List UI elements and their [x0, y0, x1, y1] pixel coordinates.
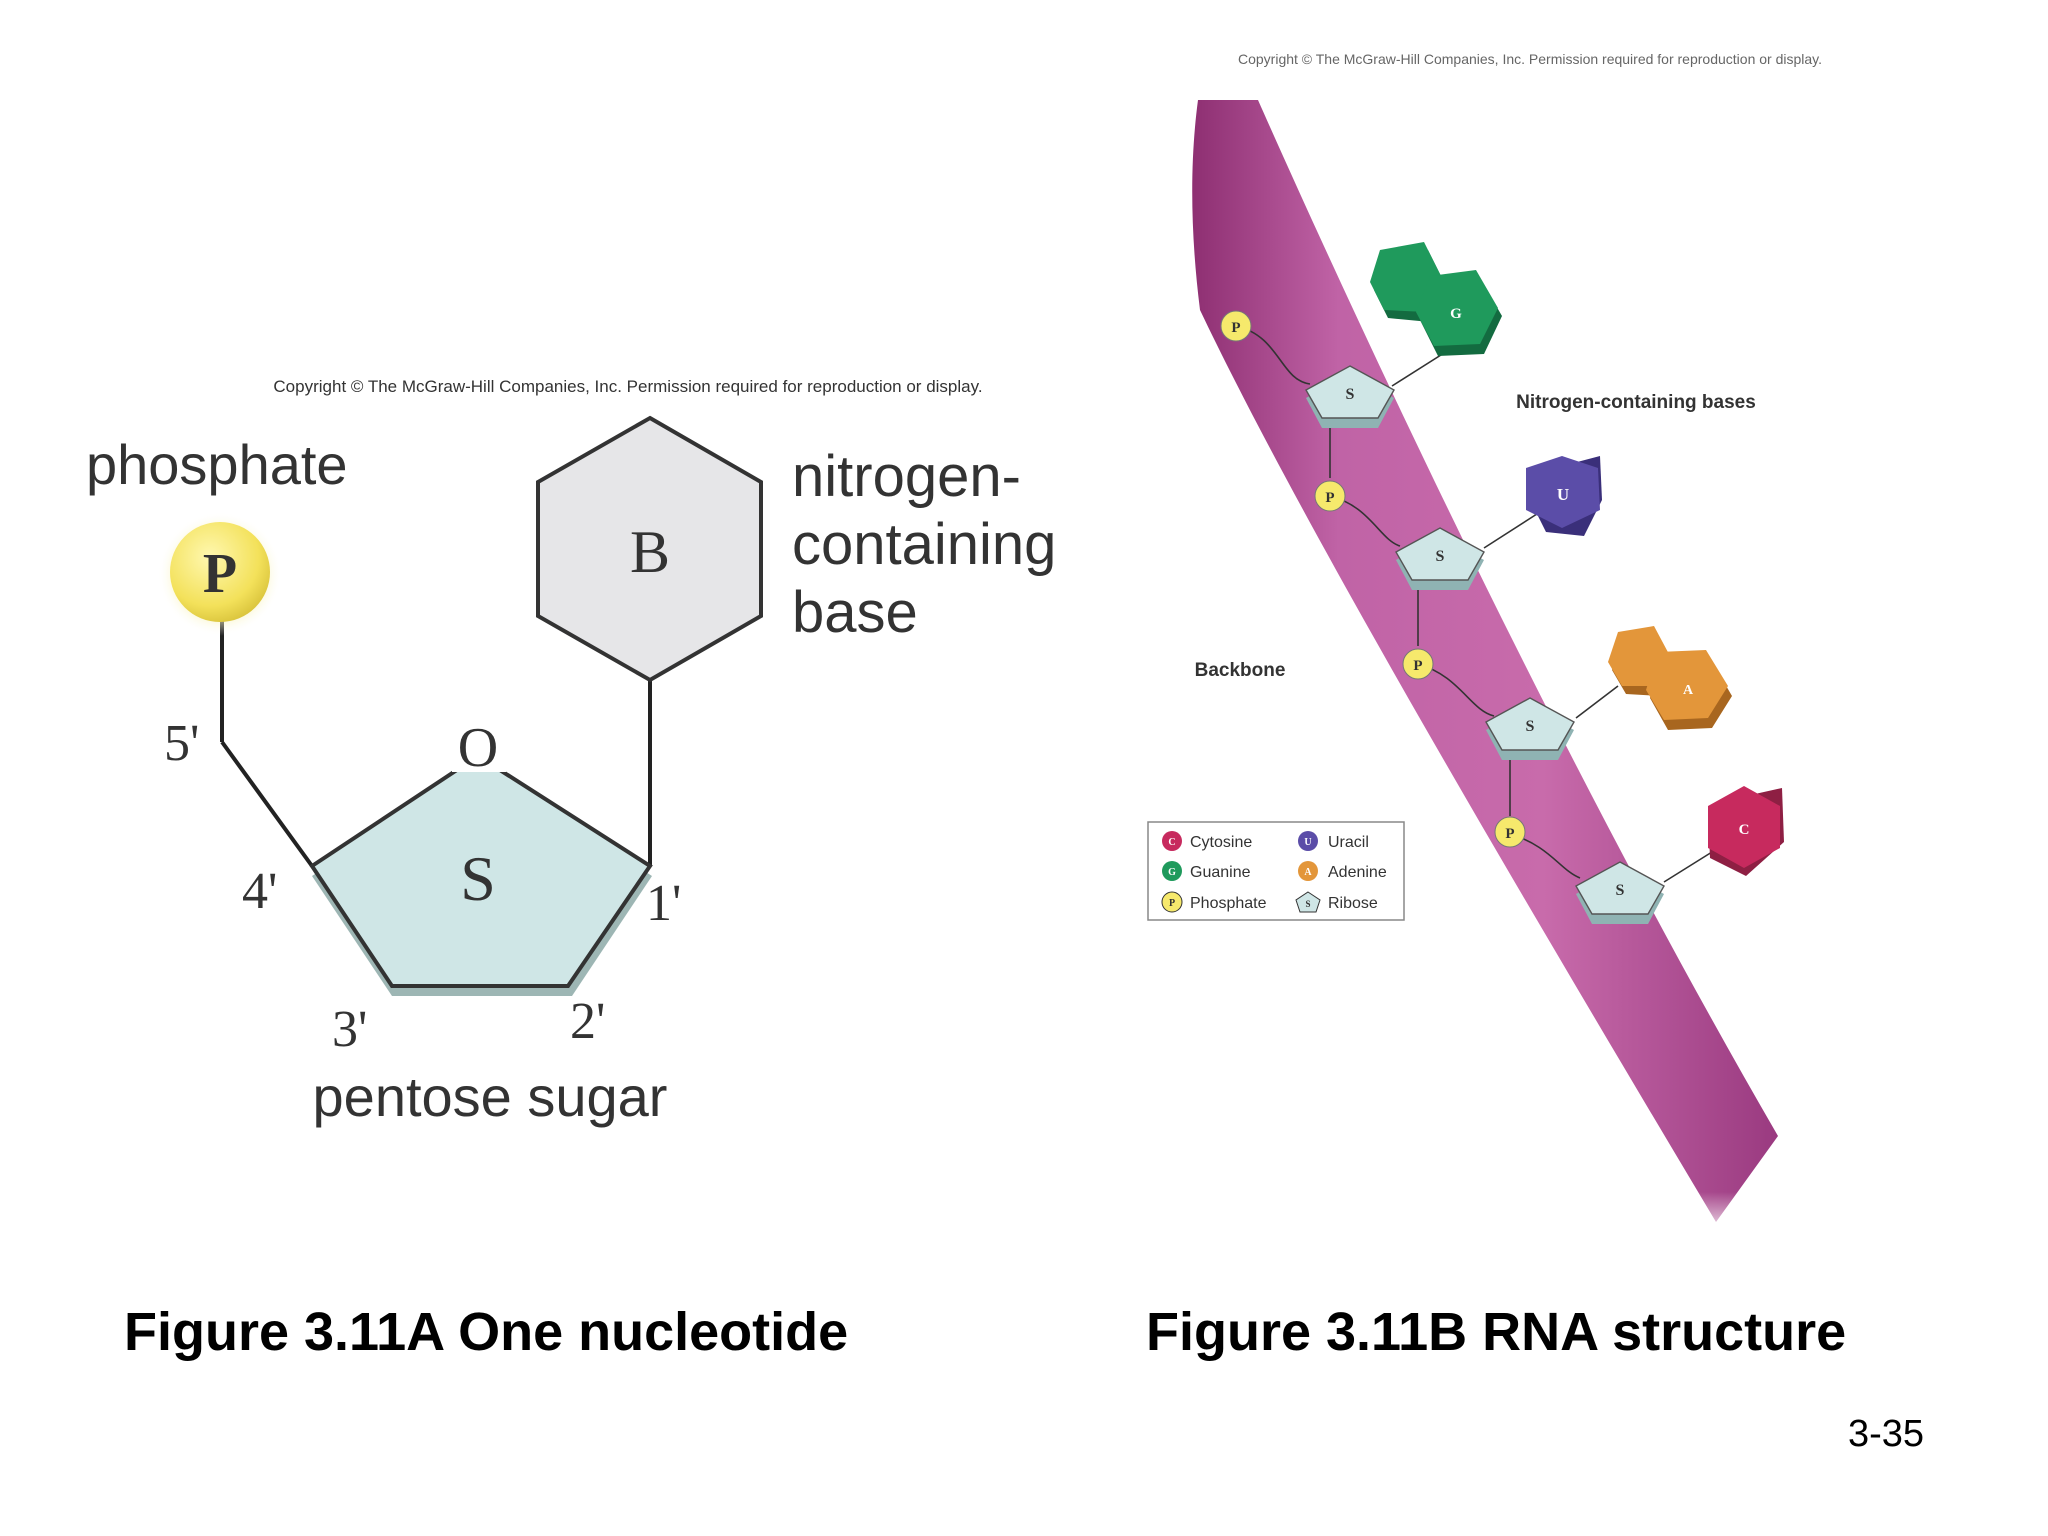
svg-text:G: G [1168, 867, 1176, 878]
bases-label: Nitrogen-containing bases [1516, 392, 1756, 413]
legend-cytosine: C Cytosine [1162, 831, 1252, 851]
backbone-fade [1150, 1000, 1850, 1240]
svg-text:Adenine: Adenine [1328, 864, 1387, 881]
svg-text:P: P [1169, 898, 1175, 909]
sugar-symbol: S [460, 843, 496, 914]
svg-text:Guanine: Guanine [1190, 864, 1251, 881]
phosphate-circle [170, 522, 270, 622]
carbon-5-label: 5' [164, 715, 199, 772]
carbon-2-label: 2' [570, 993, 605, 1050]
svg-text:P: P [1413, 658, 1422, 674]
oxygen-symbol: O [458, 717, 498, 779]
base-adenine: A [1608, 626, 1732, 730]
svg-text:P: P [1231, 320, 1240, 336]
ribose-1: S [1305, 365, 1395, 428]
sugar-label: pentose sugar [313, 1065, 668, 1128]
caption-left: Figure 3.11A One nucleotide [124, 1302, 848, 1362]
svg-text:S: S [1436, 548, 1445, 565]
phosphate-sugar-bond [220, 740, 314, 868]
base-symbol: B [630, 519, 670, 585]
svg-text:Uracil: Uracil [1328, 834, 1369, 851]
base-hexagon [536, 415, 763, 683]
base-cytosine: C [1708, 786, 1784, 876]
base-label-line-2: containing [792, 512, 1056, 577]
base-label-line-1: nitrogen- [792, 444, 1021, 509]
phosphate-4: P [1494, 816, 1526, 848]
caption-right: Figure 3.11B RNA structure [1146, 1302, 1846, 1362]
phosphate-3: P [1402, 648, 1434, 680]
svg-text:Cytosine: Cytosine [1190, 834, 1252, 851]
base-guanine: G [1370, 242, 1502, 356]
legend-uracil: U Uracil [1298, 831, 1369, 851]
svg-text:C: C [1739, 822, 1750, 838]
sugar-pentagon [309, 753, 653, 988]
svg-text:A: A [1304, 867, 1312, 878]
carbon-4-label: 4' [242, 863, 277, 920]
backbone-label: Backbone [1195, 660, 1286, 681]
base-uracil: U [1526, 456, 1602, 536]
svg-text:U: U [1304, 837, 1311, 848]
svg-text:U: U [1557, 485, 1569, 504]
ribose-3: S [1485, 697, 1575, 760]
svg-text:C: C [1168, 837, 1175, 848]
phosphate-1: P [1220, 310, 1252, 342]
legend-phosphate: P Phosphate [1161, 891, 1267, 913]
rna-figure: Copyright © The McGraw-Hill Companies, I… [1147, 51, 1850, 1240]
svg-text:Ribose: Ribose [1328, 895, 1378, 912]
nucleotide-figure: Copyright © The McGraw-Hill Companies, I… [86, 377, 1056, 1128]
svg-text:S: S [1305, 899, 1310, 909]
svg-text:P: P [1325, 490, 1334, 506]
phosphate-2: P [1314, 480, 1346, 512]
svg-text:A: A [1683, 683, 1694, 698]
svg-text:P: P [1505, 826, 1514, 842]
phosphate-label: phosphate [86, 433, 348, 496]
svg-text:Phosphate: Phosphate [1190, 895, 1267, 912]
legend-box [1147, 821, 1405, 921]
left-copyright: Copyright © The McGraw-Hill Companies, I… [273, 377, 982, 396]
right-copyright: Copyright © The McGraw-Hill Companies, I… [1238, 51, 1822, 67]
ribose-4: S [1575, 861, 1665, 924]
svg-text:S: S [1616, 882, 1625, 899]
legend-guanine: G Guanine [1162, 861, 1251, 881]
svg-text:S: S [1526, 718, 1535, 735]
ribose-2: S [1395, 527, 1485, 590]
legend-ribose: S Ribose [1295, 891, 1378, 913]
page-number: 3-35 [1848, 1413, 1924, 1455]
phosphate-symbol: P [203, 543, 237, 605]
carbon-3-label: 3' [332, 1001, 367, 1058]
legend: C Cytosine U Uracil G Guanine A Adenine … [1147, 821, 1405, 921]
svg-text:S: S [1346, 386, 1355, 403]
base-label-line-3: base [792, 580, 918, 645]
legend-adenine: A Adenine [1298, 861, 1387, 881]
svg-text:G: G [1450, 306, 1462, 322]
carbon-1-label: 1' [646, 875, 681, 932]
oxygen-gap [452, 716, 506, 772]
